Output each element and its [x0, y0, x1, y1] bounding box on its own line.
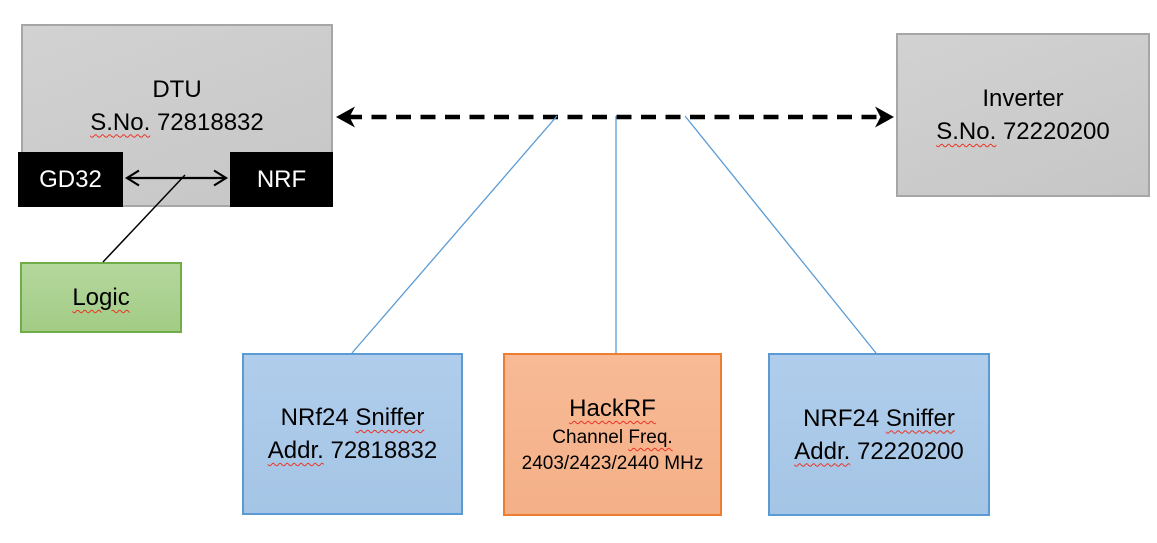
hackrf-name: HackRF — [569, 395, 656, 422]
logic-box: Logic — [20, 262, 182, 333]
sniffer-right-addr-number: 72220200 — [856, 437, 964, 465]
inverter-title: Inverter — [982, 85, 1064, 112]
nrf-box: NRF — [230, 152, 333, 207]
hackrf-channel-freq: Channel Freq. — [552, 425, 672, 451]
connector-line-sniffer-left — [351, 115, 558, 354]
sniffer-right-name-word: Sniffer — [885, 404, 955, 432]
hackrf-freq-word2: Freq. — [628, 427, 673, 448]
dtu-inverter-dashed-arrow — [336, 106, 894, 128]
gd32-label: GD32 — [39, 166, 102, 193]
hackrf-box: HackRF Channel Freq. 2403/2423/2440 MHz — [503, 353, 722, 516]
sniffer-right-name: NRF24 Sniffer — [803, 402, 955, 435]
sniffer-left-box: NRf24 Sniffer Addr. 72818832 — [242, 353, 463, 515]
sniffer-left-name: NRf24 Sniffer — [281, 401, 425, 434]
inverter-serial-number: 72220200 — [1002, 118, 1110, 145]
sniffer-left-addr-number: 72818832 — [330, 437, 438, 464]
logic-label: Logic — [72, 284, 130, 311]
hackrf-freq-word1: Channel — [552, 427, 624, 448]
dtu-title: DTU — [152, 75, 202, 103]
sniffer-left-name-word: Sniffer — [355, 404, 425, 431]
gd32-box: GD32 — [18, 152, 123, 207]
sniffer-left-addr: Addr. 72818832 — [268, 434, 438, 467]
sniffer-right-addr: Addr. 72220200 — [794, 435, 964, 468]
sniffer-right-addr-label: Addr. — [794, 437, 851, 465]
sniffer-left-name-prefix: NRf24 — [280, 404, 349, 431]
dtu-serial-label: S.No. — [90, 108, 151, 136]
sniffer-right-name-prefix: NRF24 — [803, 404, 880, 432]
inverter-box: Inverter S.No. 72220200 — [896, 33, 1150, 197]
dtu-serial-number: 72818832 — [156, 108, 264, 136]
inverter-serial-label: S.No. — [936, 118, 997, 145]
connector-line-sniffer-right — [684, 115, 877, 354]
nrf-label: NRF — [256, 166, 307, 193]
inverter-serial: S.No. 72220200 — [936, 115, 1109, 148]
dtu-serial: S.No. 72818832 — [90, 106, 263, 139]
sniffer-right-box: NRF24 Sniffer Addr. 72220200 — [768, 353, 990, 516]
hackrf-frequencies: 2403/2423/2440 MHz — [521, 453, 704, 474]
sniffer-left-addr-label: Addr. — [267, 437, 324, 464]
